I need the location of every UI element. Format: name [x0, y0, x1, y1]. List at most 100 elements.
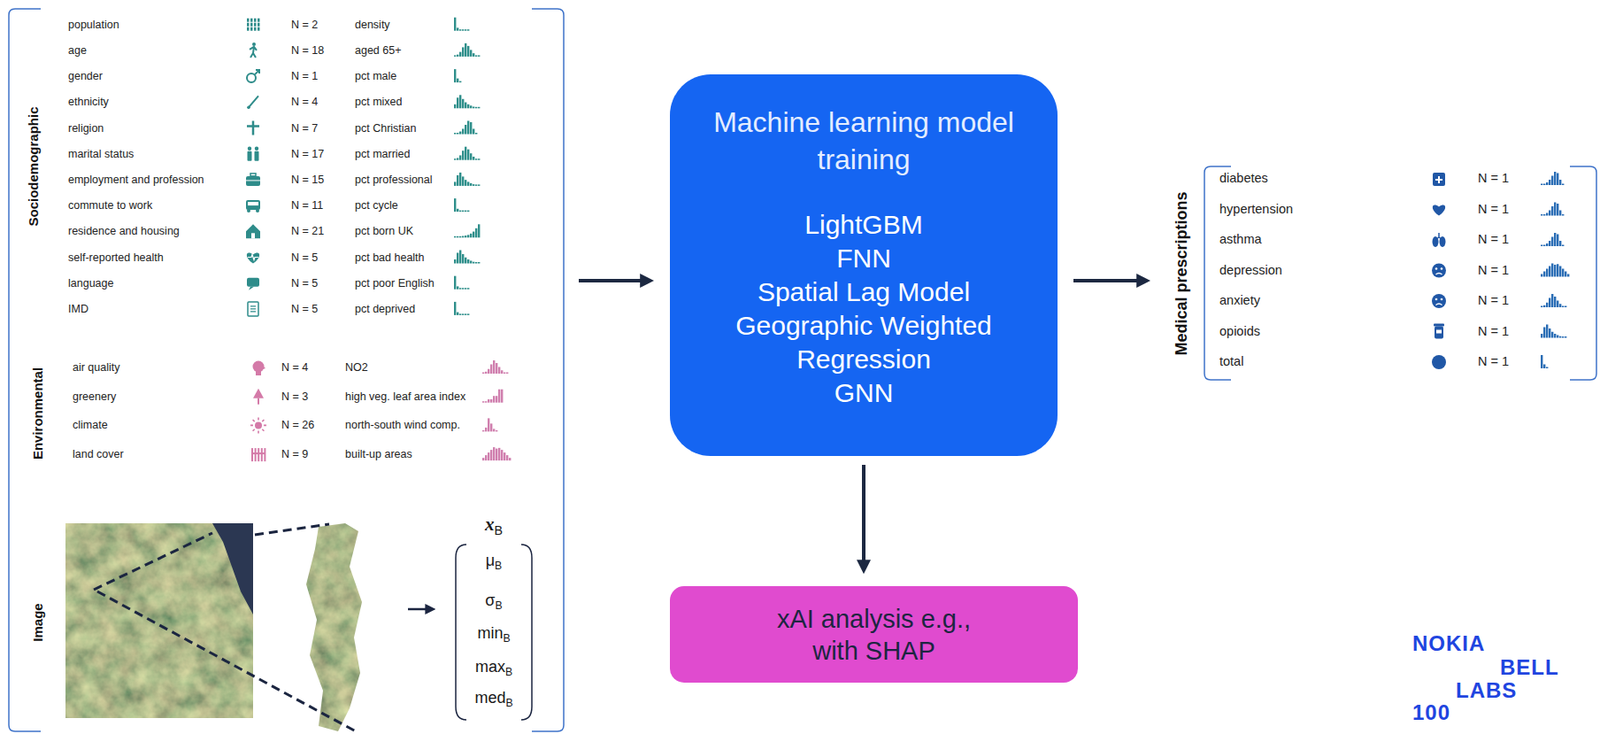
histogram-bar [461, 210, 464, 213]
histogram-bar [453, 259, 456, 264]
histogram-bar [495, 448, 498, 461]
row-icon [247, 301, 259, 316]
histogram-bar [490, 364, 493, 375]
table-cell: marital status [68, 146, 134, 161]
table-cell: N = 1 [1477, 353, 1509, 370]
histogram-bar [469, 183, 472, 186]
histogram-bar [467, 181, 470, 186]
histogram-bar [467, 104, 470, 109]
table-cell: N = 3 [281, 389, 308, 403]
histogram-bar [456, 157, 459, 160]
histogram-bar [459, 52, 462, 57]
table-cell: age [68, 43, 87, 57]
histogram-bar [472, 184, 475, 186]
histogram-bar [459, 210, 462, 213]
histogram-bar [453, 132, 456, 135]
mini-histogram [482, 360, 508, 374]
table-cell: opioids [1219, 323, 1261, 339]
row-icon [246, 18, 261, 31]
histogram-bar [1543, 271, 1546, 277]
histogram-bar [472, 261, 475, 264]
histogram-bar [461, 313, 464, 316]
histogram-bar [467, 287, 470, 290]
histogram-bar [492, 446, 495, 461]
histogram-bar [495, 362, 498, 374]
vector-entry: maxB [475, 657, 513, 679]
subscript: B [505, 665, 513, 678]
histogram-bar [1551, 206, 1554, 216]
table-cell: aged 65+ [354, 43, 401, 57]
histogram-bar [459, 172, 462, 186]
histogram-bar [456, 253, 459, 264]
row-icon [246, 200, 261, 213]
histogram-bar [1548, 179, 1551, 185]
histogram-bar [464, 287, 467, 290]
table-cell: N = 5 [291, 250, 318, 264]
histogram-bar [477, 223, 480, 238]
table-cell: residence and housing [68, 224, 180, 239]
histogram-bar [459, 29, 462, 31]
histogram-bar [477, 107, 480, 109]
histogram-bar [475, 54, 477, 57]
vector-bracket [455, 544, 467, 720]
histogram-bar [1561, 245, 1564, 247]
table-cell: pct bad health [354, 250, 425, 264]
histogram-bar [456, 175, 459, 186]
histogram-bar [469, 261, 472, 264]
histogram-bar [1561, 306, 1564, 308]
histogram-bar [464, 124, 467, 135]
histogram-bar [1559, 210, 1562, 216]
histogram-bar [464, 102, 467, 109]
histogram-bar [1556, 300, 1559, 308]
histogram-bar [461, 29, 464, 31]
mini-histogram [453, 276, 470, 290]
row-icon [246, 223, 261, 239]
histogram-bar [1567, 274, 1570, 277]
row-icon [251, 447, 266, 462]
histogram-bar [475, 107, 477, 109]
histogram-bar [467, 46, 470, 57]
histogram-bar [1561, 269, 1564, 277]
table-cell: asthma [1219, 231, 1262, 247]
histogram-bar [1559, 240, 1562, 247]
flow-arrow [861, 464, 866, 564]
row-icon [1433, 323, 1445, 339]
table-cell: N = 1 [1477, 170, 1509, 186]
table-cell: NO2 [345, 361, 369, 375]
histogram-bar [1556, 263, 1559, 277]
vector-entry: μB [485, 551, 503, 573]
histogram-bar [492, 360, 495, 374]
table-cell: N = 26 [281, 418, 315, 432]
histogram-bar [464, 146, 467, 161]
histogram-bar [461, 46, 464, 57]
histogram-bar [495, 430, 498, 432]
box-text: FNN [713, 241, 1015, 276]
histogram-bar [1543, 305, 1546, 308]
vector-entry: medB [474, 688, 513, 710]
histogram-bar [464, 235, 467, 238]
mini-histogram [1540, 263, 1570, 277]
histogram-bar [477, 158, 480, 161]
table-cell: N = 15 [291, 172, 324, 186]
row-icon [246, 69, 260, 83]
mini-histogram [453, 94, 480, 108]
histogram-bar [498, 367, 500, 375]
table-cell: N = 18 [291, 43, 324, 57]
subscript: B [502, 631, 510, 645]
histogram-bar [1546, 243, 1548, 247]
table-cell: built-up areas [345, 447, 413, 462]
histogram-bar [1556, 173, 1559, 186]
table-cell: employment and profession [68, 172, 205, 186]
histogram-bar [459, 236, 462, 239]
histogram-bar [490, 449, 493, 461]
table-cell: land cover [72, 447, 124, 462]
histogram-bar [1548, 328, 1551, 339]
histogram-bar [487, 417, 490, 431]
histogram-bar [1540, 184, 1543, 186]
table-cell: pct cycle [354, 199, 399, 213]
histogram-bar [500, 369, 503, 374]
histogram-bar [1553, 296, 1556, 308]
histogram-bar [490, 423, 493, 431]
